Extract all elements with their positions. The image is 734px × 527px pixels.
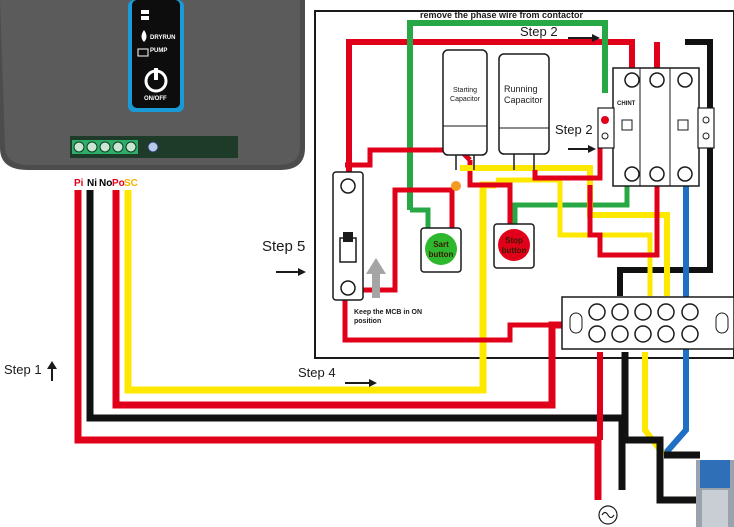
drop-icon <box>139 29 149 48</box>
top-note: remove the phase wire from contactor <box>420 10 584 20</box>
step2-top-arrow-icon <box>568 29 600 47</box>
starting-capacitor-label: Starting Capacitor <box>450 87 480 103</box>
wire-red-bottom-loop <box>342 300 575 343</box>
wire-red-stop <box>467 160 513 225</box>
start-button-label[interactable]: Sart button <box>428 240 454 259</box>
contactor-brand: CHINT <box>617 101 636 107</box>
menu-icon-1 <box>136 8 176 22</box>
wire-red-top <box>346 39 635 175</box>
step2-side-label: Step 2 <box>555 122 593 137</box>
wire-green-top <box>407 20 608 210</box>
pump-small-icon <box>137 44 149 62</box>
mcb-breaker <box>332 171 364 301</box>
start-button <box>420 227 462 273</box>
step2-top-label: Step 2 <box>520 24 558 39</box>
wire-sc-yellow <box>124 181 496 394</box>
mcb-note: Keep the MCB in ON position <box>354 309 423 325</box>
step2-side-arrow-icon <box>568 140 596 158</box>
running-capacitor <box>498 53 550 170</box>
terminal-sc: SC <box>124 178 138 189</box>
menu-item-pump: PUMP <box>150 48 168 54</box>
step5-label: Step 5 <box>262 238 306 255</box>
step5-arrow-icon <box>276 263 306 281</box>
wire-ni-black <box>86 190 626 490</box>
pump-icon <box>696 460 734 527</box>
terminal-screws <box>72 140 159 154</box>
controller-device <box>0 0 305 170</box>
stop-button-label[interactable]: Stop button <box>501 236 527 255</box>
controller-display <box>132 0 180 108</box>
wire-black-contactor <box>617 39 713 296</box>
mcb-up-arrow <box>366 258 386 298</box>
menu-item-dryrun: DRYRUN <box>150 35 176 41</box>
running-capacitor-label: Running Capacitor <box>504 84 543 105</box>
panel-frame <box>314 10 734 359</box>
contactor <box>597 67 715 187</box>
wire-green-start <box>410 207 431 228</box>
wire-red-contactor-bottom <box>587 185 660 258</box>
power-icon[interactable] <box>142 66 170 99</box>
starting-capacitor <box>442 49 488 170</box>
step1-label: Step 1 <box>4 362 42 377</box>
stop-button <box>493 223 535 269</box>
terminal-po: Po <box>112 178 125 189</box>
ac-source-icon <box>598 505 618 525</box>
step4-arrow-icon <box>345 374 377 392</box>
terminal-block <box>561 296 734 350</box>
step1-arrow-icon <box>47 361 57 386</box>
terminal-ni: Ni <box>87 178 97 189</box>
wire-green-stop <box>512 185 630 228</box>
power-label: ON/OFF <box>144 96 167 102</box>
terminal-no: No <box>99 178 113 189</box>
wire-blue <box>661 185 689 457</box>
wire-black-pump <box>621 352 700 504</box>
step4-label: Step 4 <box>298 365 336 380</box>
junction-dot <box>451 181 461 191</box>
terminal-pi: Pi <box>74 178 84 189</box>
wire-pi-red <box>74 190 602 500</box>
